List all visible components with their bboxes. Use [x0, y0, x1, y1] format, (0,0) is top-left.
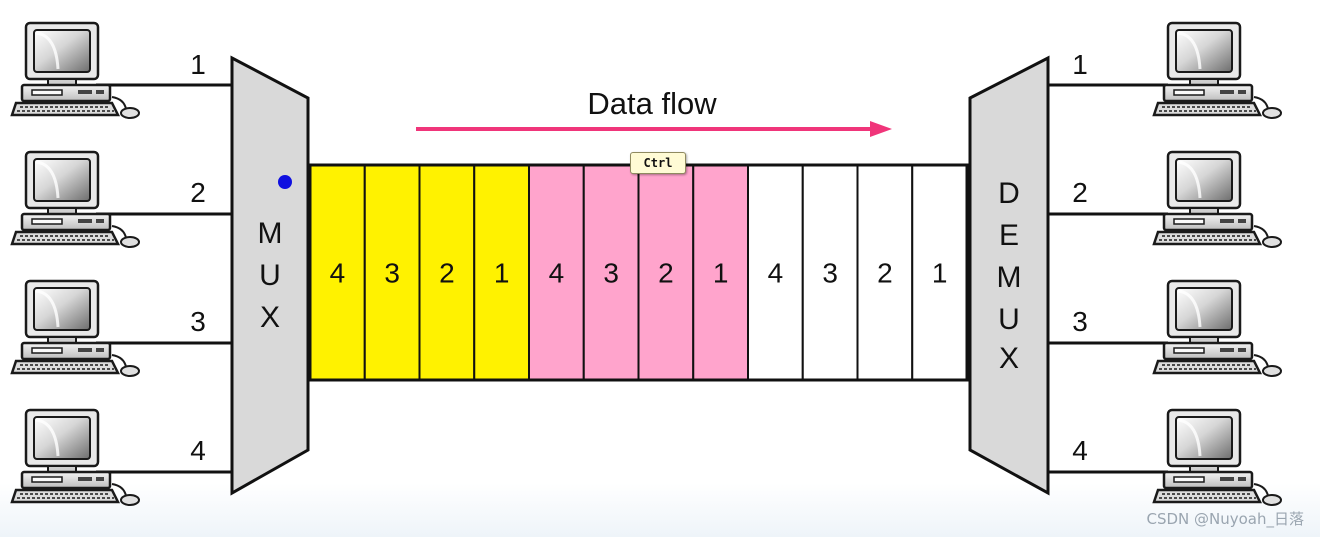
- computer-icon: [1152, 150, 1283, 249]
- demux-letter: M: [997, 261, 1022, 294]
- frame-slot-label: 4: [768, 258, 784, 289]
- mux-input-lines: [96, 83, 232, 474]
- input-line-numbers: 1 2 3 4: [190, 49, 206, 466]
- frame-slot-label: 1: [932, 258, 948, 289]
- mux-letter: M: [258, 217, 283, 250]
- frame-slot-label: 2: [439, 258, 455, 289]
- input-line-number: 2: [190, 177, 206, 208]
- data-flow-indicator: Data flow: [416, 86, 892, 137]
- arrow-head-icon: [870, 121, 892, 137]
- left-computers: [10, 21, 141, 507]
- computer-icon: [10, 279, 141, 378]
- frame-slot-label: 2: [658, 258, 674, 289]
- output-line-number: 2: [1072, 177, 1088, 208]
- mux-box: M U X: [230, 55, 310, 496]
- computer-icon: [10, 408, 141, 507]
- output-line-number: 3: [1072, 306, 1088, 337]
- computer-icon: [10, 150, 141, 249]
- frame-slot-label: 4: [330, 258, 346, 289]
- frame-slot-label: 3: [384, 258, 400, 289]
- computer-icon: [1152, 21, 1283, 120]
- demux-box: D E M U X: [968, 55, 1050, 496]
- frame-slot: [856, 164, 914, 381]
- demux-letter: U: [998, 303, 1020, 336]
- frame-slot-label: 1: [494, 258, 510, 289]
- demux-output-lines: [1048, 83, 1168, 474]
- output-line-number: 1: [1072, 49, 1088, 80]
- frame-slot-label: 2: [877, 258, 893, 289]
- link-frames: 4 3 2 1 4 3 2 1 4 3 2 1: [308, 163, 969, 382]
- demux-letter: E: [999, 219, 1019, 252]
- input-line-number: 3: [190, 306, 206, 337]
- frame-slot-label: 3: [603, 258, 619, 289]
- output-line-number: 4: [1072, 435, 1088, 466]
- demux-letter: X: [999, 342, 1019, 375]
- output-line-numbers: 1 2 3 4: [1072, 49, 1088, 466]
- ctrl-tooltip: Ctrl: [630, 152, 686, 174]
- cursor-dot-icon: [278, 175, 292, 189]
- frame-slot-label: 4: [549, 258, 565, 289]
- frame-slot-label: 3: [822, 258, 838, 289]
- watermark: CSDN @Nuyoah_日落: [1146, 510, 1304, 528]
- input-line-number: 1: [190, 49, 206, 80]
- frame-slot-label: 1: [713, 258, 729, 289]
- computer-icon: [1152, 279, 1283, 378]
- computer-icon: [1152, 408, 1283, 507]
- demux-letter: D: [998, 177, 1020, 210]
- right-computers: [1152, 21, 1283, 507]
- frame-slot: [692, 164, 749, 381]
- computer-icon: [10, 21, 141, 120]
- mux-letter: U: [259, 259, 281, 292]
- data-flow-label: Data flow: [587, 86, 717, 121]
- input-line-number: 4: [190, 435, 206, 466]
- mux-letter: X: [260, 301, 280, 334]
